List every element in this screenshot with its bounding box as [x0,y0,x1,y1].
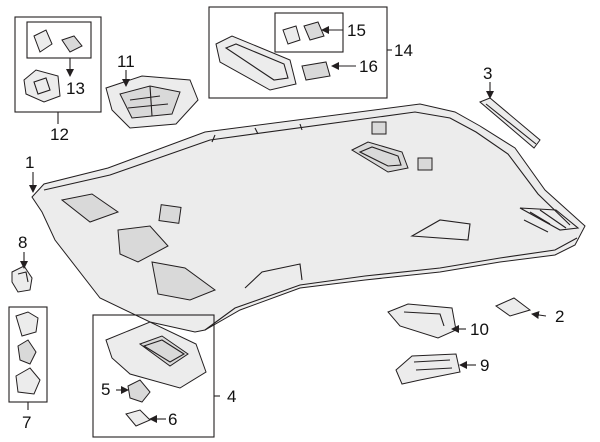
callout-7: 7 [22,413,31,432]
group-7-box [8,306,48,403]
headliner-panel [31,103,586,333]
callout-9: 9 [480,356,489,375]
callout-12: 12 [50,125,69,144]
callout-2: 2 [555,307,564,326]
clip-8-part [11,265,33,293]
clip-2-part [494,297,532,317]
callout-14: 14 [394,41,413,60]
bulb-16-part [301,61,331,81]
handle-9-part [395,353,461,385]
group-14-box [208,6,388,99]
trim-strip-part [479,97,541,149]
visor-holder-part [125,409,151,427]
callout-8: 8 [18,233,27,252]
visor-clip-part [127,379,151,403]
bulb-connector-part [33,29,83,53]
bracket-10-part [387,303,457,339]
callout-16: 16 [359,57,378,76]
arrow-2 [531,311,547,319]
group-12-box [14,16,102,113]
callout-13: 13 [66,79,85,98]
sun-visor-part [105,321,207,389]
callout-15: 15 [347,21,366,40]
reading-lamp-part [215,35,297,91]
group-4-box [92,314,215,438]
callout-5: 5 [101,380,110,399]
callout-1: 1 [25,153,34,172]
bulb-15-part [282,21,325,45]
callout-10: 10 [470,320,489,339]
callout-6: 6 [168,410,177,429]
callout-3: 3 [483,64,492,83]
overhead-console-part [105,75,199,129]
callout-4: 4 [227,387,236,406]
lamp-housing-part [23,69,61,103]
callout-11: 11 [117,52,135,71]
